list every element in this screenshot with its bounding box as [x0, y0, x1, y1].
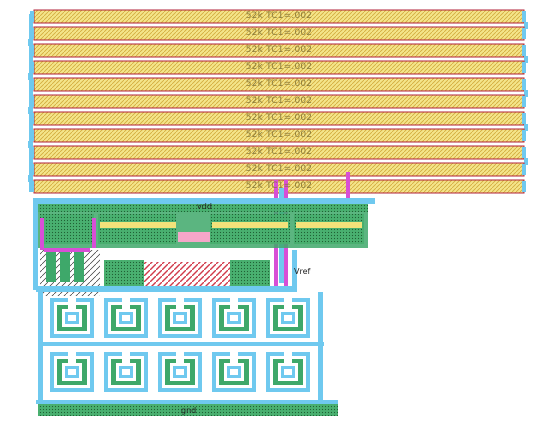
nmos-diff-2: [60, 252, 70, 282]
gate-bar-1: [100, 222, 176, 228]
red-striped-block: [144, 262, 236, 286]
resistor-6: [33, 94, 525, 109]
transistor-row-bottom: [50, 352, 310, 392]
gate-bar-3: [296, 222, 362, 228]
resistor-9-right-contact: [522, 147, 526, 158]
resistor-1-right-contact: [522, 11, 526, 22]
resistor-link-3: [524, 56, 528, 63]
resistor-5-right-contact: [522, 79, 526, 90]
resistor-link-7: [524, 124, 528, 131]
resistor-4: [33, 60, 525, 75]
transistor-cell-bottom-4: [212, 352, 256, 392]
nmos-active-right: [230, 260, 270, 288]
metal1-gnd-frame: [36, 400, 338, 404]
pmos-active-4: [40, 214, 94, 244]
nmos-diff-3: [74, 252, 84, 282]
transistor-cell-bottom-1: [50, 352, 94, 392]
resistor-link-1: [524, 22, 528, 29]
pmos-active-3: [294, 214, 364, 244]
resistor-4-right-contact: [522, 62, 526, 73]
transistor-cell-top-3: [158, 298, 202, 338]
metal1-frame: [33, 198, 375, 204]
nmos-active-left: [104, 260, 144, 288]
resistor-8: [33, 128, 525, 143]
resistor-link-5: [524, 90, 528, 97]
transistor-cell-top-1: [50, 298, 94, 338]
transistor-cell-bottom-5: [266, 352, 310, 392]
vdd-rail: [36, 202, 368, 212]
transistor-cell-top-2: [104, 298, 148, 338]
metal2-right: [346, 172, 350, 208]
resistor-10-right-contact: [522, 164, 526, 175]
resistor-9: [33, 145, 525, 160]
transistor-cell-top-4: [212, 298, 256, 338]
nmos-diff-1: [46, 252, 56, 282]
resistor-7: [33, 111, 525, 126]
resistor-2: [33, 26, 525, 41]
metal1-row-separator: [40, 342, 324, 346]
resistor-2-right-contact: [522, 28, 526, 39]
pmos-active-1: [98, 214, 176, 244]
transistor-row-top: [50, 298, 310, 338]
metal1-array-frame: [38, 292, 43, 404]
metal1-mid-bus: [36, 286, 296, 292]
resistor-3-right-contact: [522, 45, 526, 56]
resistor-11-right-contact: [522, 181, 526, 192]
transistor-cell-bottom-3: [158, 352, 202, 392]
pink-contact: [178, 232, 210, 242]
gnd-rail: [38, 404, 338, 416]
transistor-cell-bottom-2: [104, 352, 148, 392]
metal1-drop: [292, 250, 297, 292]
metal1-right-bus: [318, 292, 323, 404]
resistor-5: [33, 77, 525, 92]
metal2-bridge: [44, 248, 90, 252]
pmos-active-2: [210, 214, 290, 244]
resistor-3: [33, 43, 525, 58]
resistor-7-right-contact: [522, 113, 526, 124]
metal1-left-rail: [29, 14, 33, 192]
metal1-frame-left: [33, 198, 38, 290]
resistor-link-9: [524, 158, 528, 165]
transistor-cell-top-5: [266, 298, 310, 338]
resistor-6-right-contact: [522, 96, 526, 107]
metal2-stub-2: [92, 218, 96, 248]
resistor-10: [33, 162, 525, 177]
resistor-array: [28, 9, 528, 194]
gate-bar-2: [212, 222, 288, 228]
resistor-8-right-contact: [522, 130, 526, 141]
resistor-1: [33, 9, 525, 24]
